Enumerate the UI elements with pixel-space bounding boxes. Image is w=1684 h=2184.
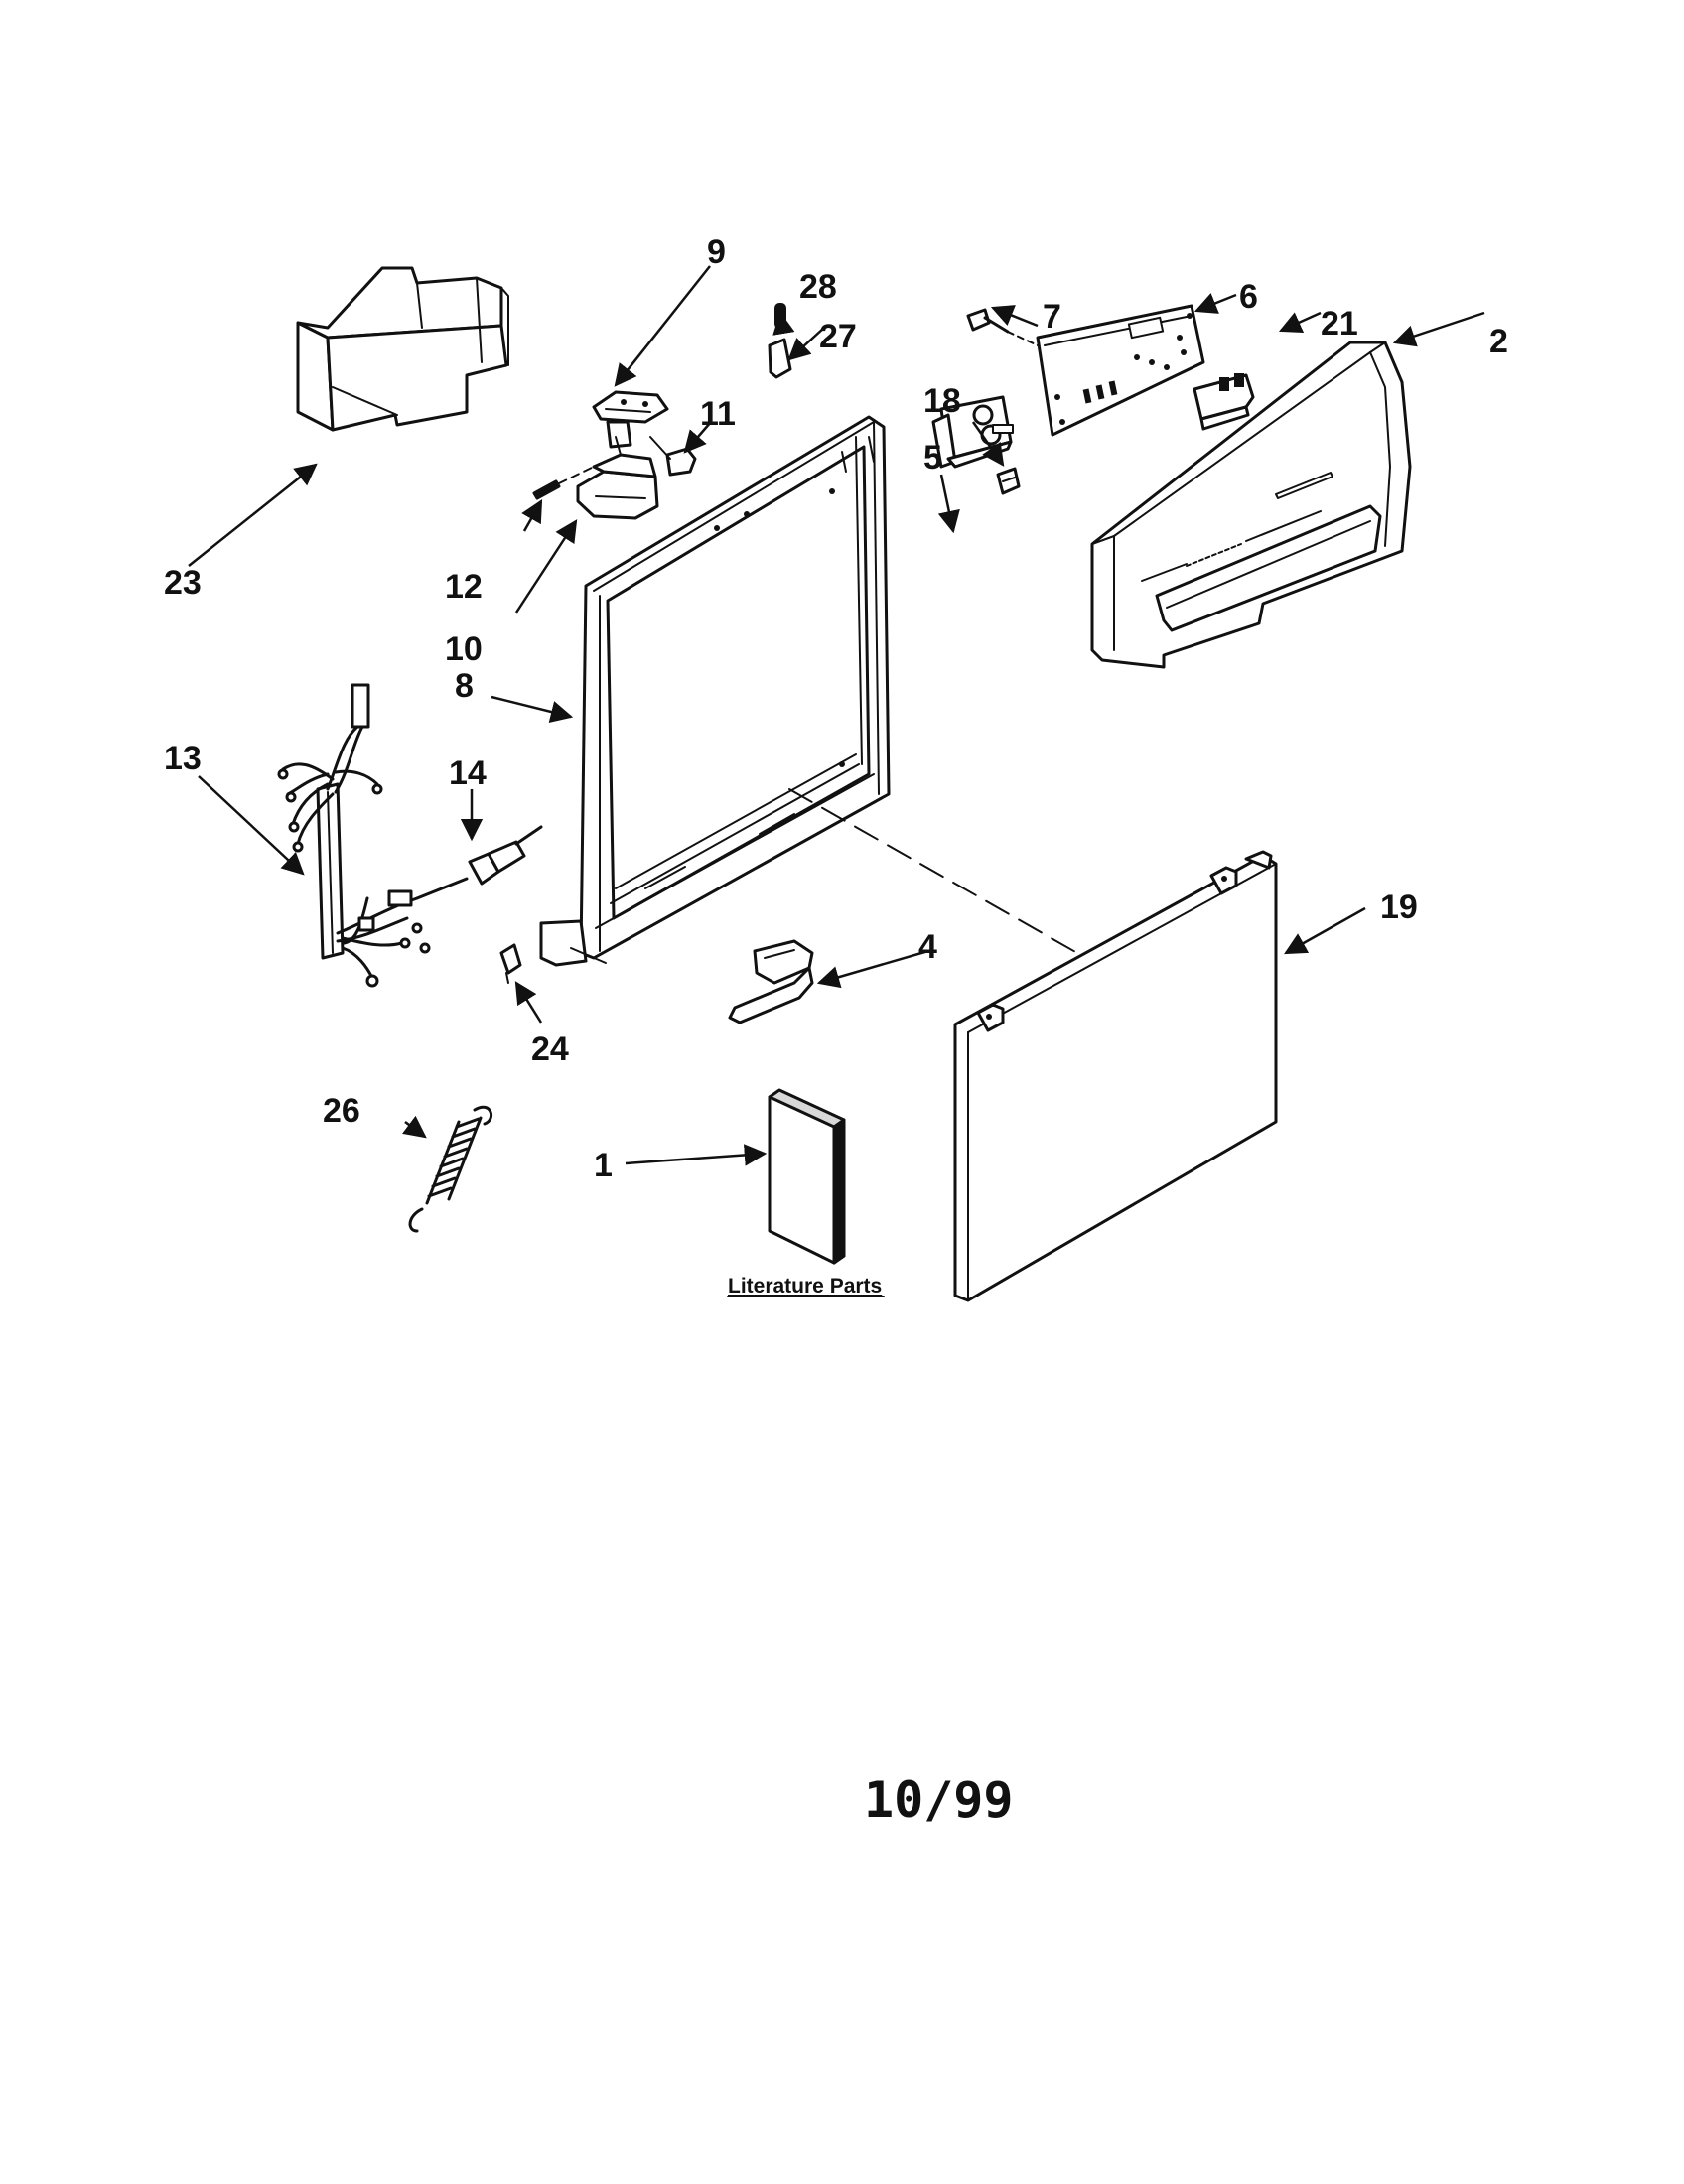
- label-23: 23: [164, 564, 202, 602]
- revision-date: 10/99: [864, 1771, 1014, 1829]
- literature-parts-label: Literature Parts: [728, 1275, 882, 1297]
- label-1: 1: [594, 1147, 613, 1184]
- label-14: 14: [449, 754, 487, 792]
- part-6-control-board: [1036, 304, 1205, 437]
- label-8: 8: [455, 667, 474, 705]
- label-21: 21: [1321, 305, 1358, 342]
- part-18-clip: [996, 467, 1021, 495]
- label-19: 19: [1380, 888, 1418, 926]
- leader-lines: [188, 265, 1485, 1166]
- part-11-switch: [649, 436, 697, 477]
- label-6: 6: [1239, 278, 1258, 316]
- label-12: 12: [445, 568, 483, 606]
- part-10-bracket: [576, 436, 659, 520]
- part-1-literature: [768, 1088, 846, 1265]
- label-4: 4: [918, 928, 937, 966]
- part-14-sensor: [468, 825, 543, 886]
- label-18: 18: [923, 382, 961, 420]
- label-10: 10: [445, 630, 483, 668]
- label-27: 27: [819, 318, 857, 355]
- label-13: 13: [164, 740, 202, 777]
- label-9: 9: [707, 233, 726, 271]
- part-21-latch-block: [1193, 373, 1255, 431]
- label-24: 24: [531, 1030, 569, 1068]
- part-13-wire-harness: [277, 683, 469, 988]
- alignment-line: [788, 788, 1078, 954]
- label-5: 5: [923, 439, 942, 477]
- label-7: 7: [1043, 298, 1061, 336]
- label-26: 26: [323, 1092, 360, 1130]
- label-2: 2: [1489, 323, 1508, 360]
- part-19-front-panel: [953, 850, 1278, 1302]
- part-4-hinge-strap: [728, 939, 814, 1024]
- label-11: 11: [700, 395, 736, 433]
- part-26-spring: [408, 1105, 493, 1233]
- label-28: 28: [799, 268, 837, 306]
- part-9-latch: [592, 390, 669, 449]
- part-8-door-frame: [539, 415, 891, 967]
- part-12-pin: [532, 466, 595, 500]
- part-2-control-housing: [1090, 341, 1412, 669]
- part-24-clip: [499, 943, 522, 984]
- part-23-cover: [296, 266, 509, 432]
- part-27-clip: [768, 338, 792, 379]
